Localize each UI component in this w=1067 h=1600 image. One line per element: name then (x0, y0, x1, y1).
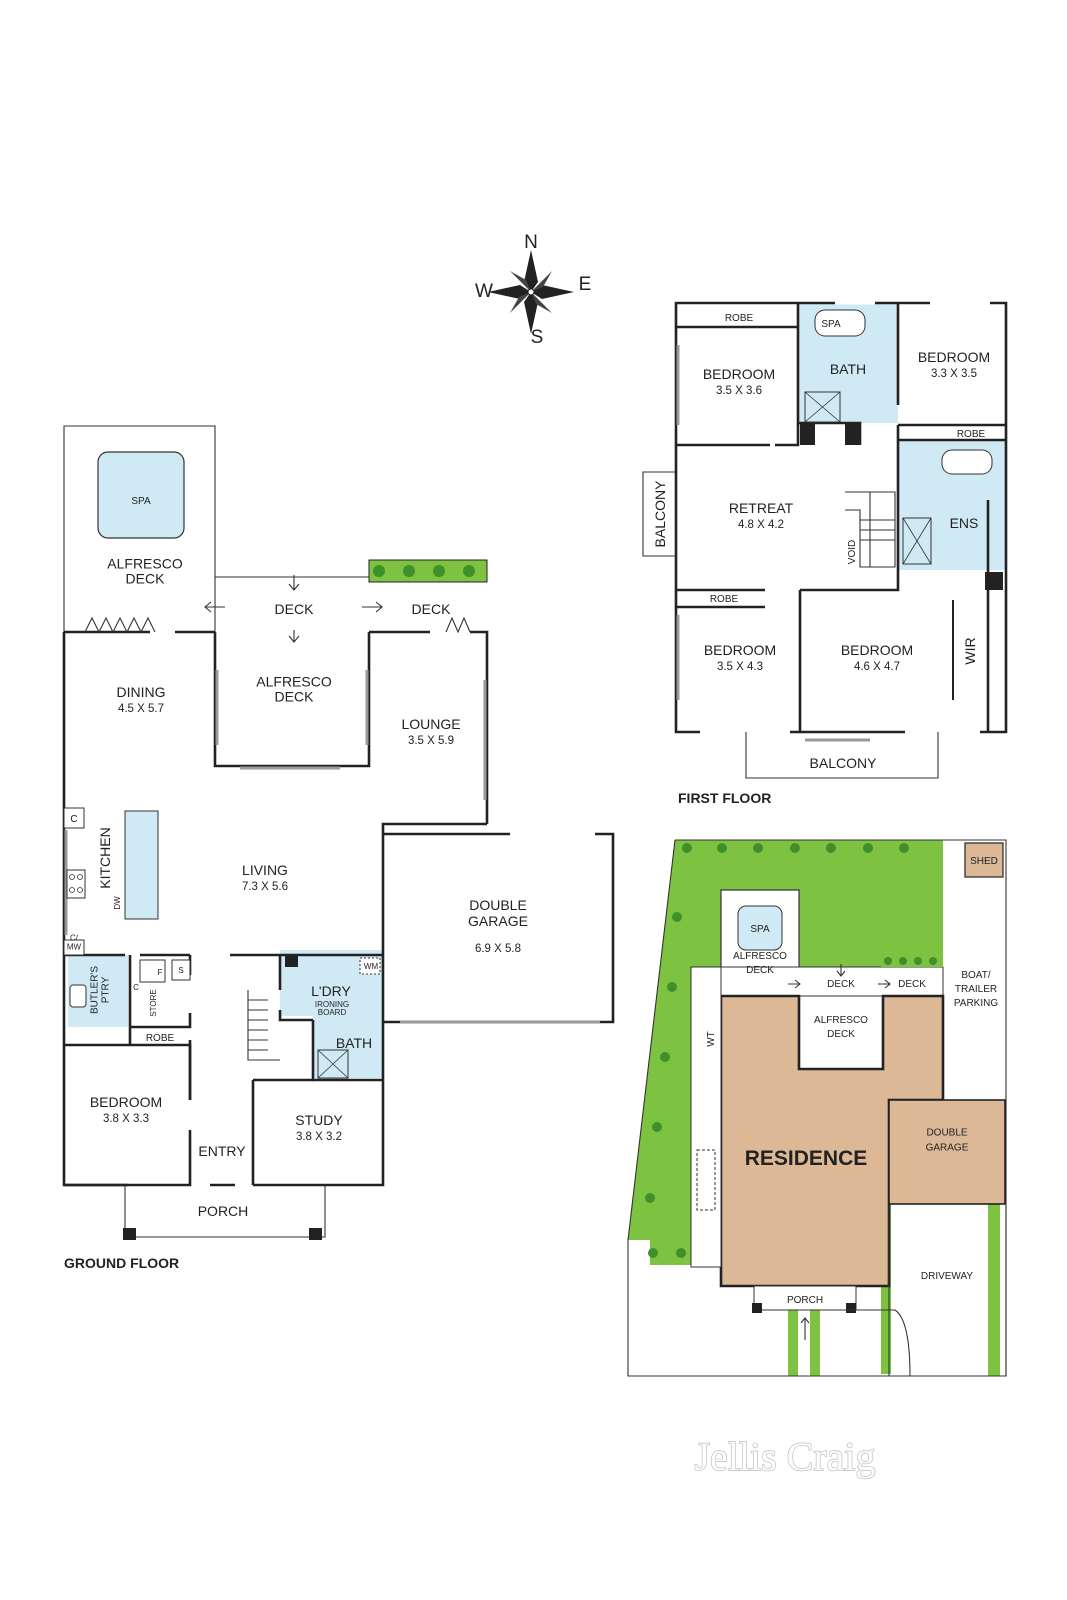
site-deck-1-label: DECK (827, 979, 855, 990)
ff-ens-label: ENS (950, 515, 979, 531)
gf-living-name: LIVING (242, 862, 288, 878)
compass-s: S (531, 327, 544, 348)
ff-spa-label: SPA (821, 319, 841, 330)
ff-bath-label: BATH (830, 361, 866, 377)
ff-void-label: VOID (847, 540, 858, 564)
gf-c-small-label: C (133, 983, 139, 992)
gf-lounge-size: 3.5 X 5.9 (408, 735, 454, 747)
gf-bedroom-name: BEDROOM (90, 1094, 162, 1110)
gf-deck-mid-label: DECK (275, 601, 315, 617)
first-floor-plan (642, 301, 1008, 779)
ff-bedroom-ne-name: BEDROOM (918, 349, 990, 365)
gf-bedroom-size: 3.8 X 3.3 (103, 1113, 149, 1125)
first-floor-title: FIRST FLOOR (678, 790, 771, 806)
ground-floor-plan (62, 425, 615, 1240)
ff-bedroom-nw-size: 3.5 X 3.6 (716, 385, 762, 397)
gf-porch-label: PORCH (198, 1203, 249, 1219)
ff-bedroom-ne-size: 3.3 X 3.5 (931, 368, 977, 380)
gf-robe-label: ROBE (146, 1033, 175, 1044)
ff-retreat-name: RETREAT (729, 500, 794, 516)
gf-living-size: 7.3 X 5.6 (242, 881, 288, 893)
gf-f-label: F (158, 968, 163, 977)
site-plan (627, 839, 1007, 1377)
ff-balcony-south-label: BALCONY (810, 755, 878, 771)
gf-dining-name: DINING (117, 684, 166, 700)
gf-c-mw-label: C/MW (67, 934, 82, 952)
gf-dining-size: 4.5 X 5.7 (118, 703, 164, 715)
ff-robe-top-label: ROBE (725, 313, 754, 324)
compass-n: N (524, 232, 538, 253)
ff-bedroom-sw-size: 3.5 X 4.3 (717, 661, 763, 673)
gf-s-label: S (178, 966, 183, 975)
compass-w: W (475, 281, 493, 302)
gf-study-size: 3.8 X 3.2 (296, 1131, 342, 1143)
ground-floor-title: GROUND FLOOR (64, 1255, 179, 1271)
gf-spa-label: SPA (131, 496, 151, 507)
compass-rose-icon (488, 250, 574, 334)
site-shed-label: SHED (970, 856, 998, 867)
site-deck-2-label: DECK (898, 979, 926, 990)
ff-bedroom-se-size: 4.6 X 4.7 (854, 661, 900, 673)
gf-butlers-ptry-label: BUTLER'SPTRY (90, 966, 112, 1014)
gf-bath-label: BATH (336, 1035, 372, 1051)
ff-balcony-west-label: BALCONY (652, 480, 668, 548)
site-driveway-label: DRIVEWAY (921, 1271, 974, 1282)
site-residence-label: RESIDENCE (745, 1147, 868, 1170)
gf-store-label: STORE (149, 989, 158, 1016)
site-spa-label: SPA (750, 924, 770, 935)
ff-bedroom-se-name: BEDROOM (841, 642, 913, 658)
gf-c-top-label: C (70, 814, 77, 825)
gf-entry-label: ENTRY (198, 1143, 246, 1159)
gf-kitchen-label: KITCHEN (97, 827, 113, 888)
gf-dw-label: DW (113, 896, 122, 910)
gf-double-garage-size: 6.9 X 5.8 (475, 943, 521, 955)
gf-study-name: STUDY (295, 1112, 343, 1128)
site-porch-label: PORCH (787, 1295, 823, 1306)
compass-e: E (579, 274, 592, 295)
gf-deck-right-label: DECK (412, 601, 452, 617)
gf-lounge-name: LOUNGE (401, 716, 460, 732)
jellis-craig-logo: Jellis Craig (694, 1434, 875, 1479)
ff-robe-ne-label: ROBE (957, 429, 986, 440)
gf-laundry-label: L'DRY (311, 983, 351, 999)
gf-wm-label: WM (364, 962, 379, 971)
ff-bedroom-nw-name: BEDROOM (703, 366, 775, 382)
ff-robe-sw-label: ROBE (710, 594, 739, 605)
ff-wir-label: WIR (962, 637, 978, 664)
site-wt-label: WT (706, 1031, 717, 1047)
ff-bedroom-sw-name: BEDROOM (704, 642, 776, 658)
ff-retreat-size: 4.8 X 4.2 (738, 519, 784, 531)
